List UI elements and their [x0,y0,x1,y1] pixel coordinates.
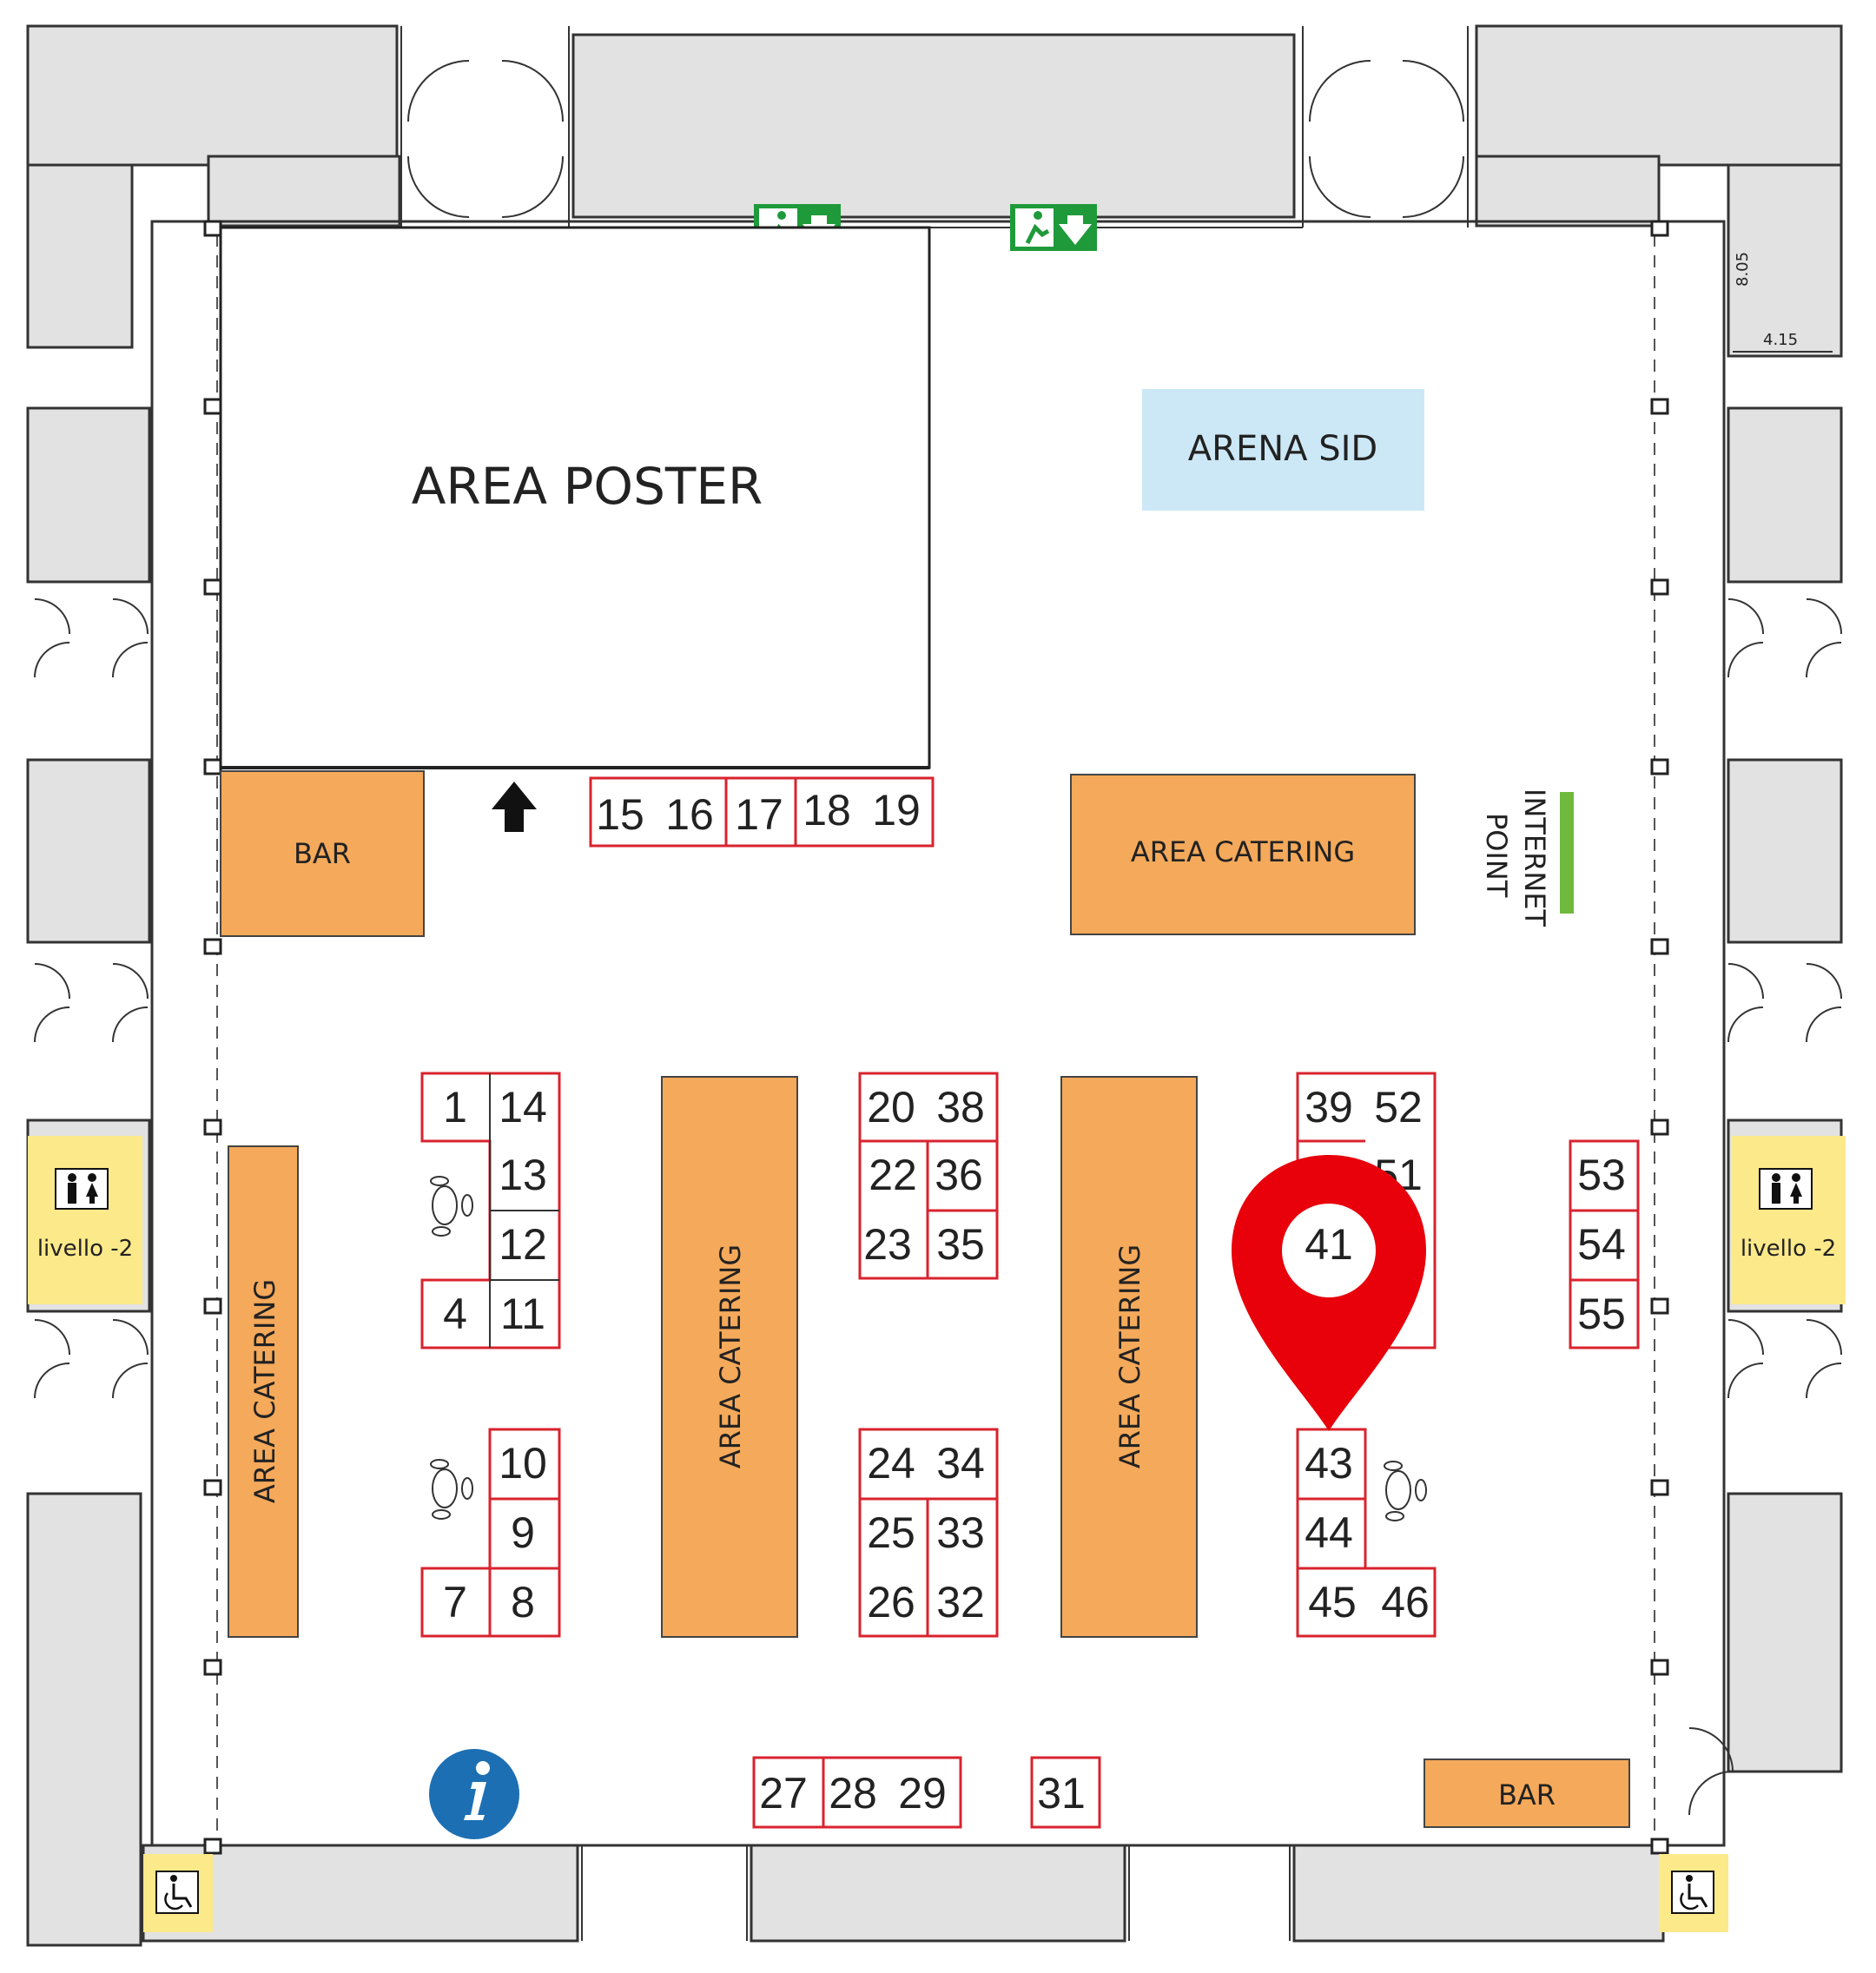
booth-7[interactable]: 7 [443,1578,467,1627]
bar-left[interactable]: BAR [220,770,425,937]
area-poster[interactable]: AREA POSTER [219,226,931,769]
booth-25[interactable]: 25 [867,1508,915,1557]
restroom-left[interactable]: livello -2 [28,1136,142,1304]
restroom-icon [55,1168,109,1210]
booth-46[interactable]: 46 [1381,1578,1430,1627]
area-catering-mid2-label: AREA CATERING [1113,1244,1146,1468]
booth-14[interactable]: 14 [499,1083,547,1132]
booth-43[interactable]: 43 [1305,1439,1353,1488]
bar-bottom-label: BAR [1498,1778,1556,1811]
booth-13[interactable]: 13 [499,1151,547,1199]
booth-54[interactable]: 54 [1577,1220,1626,1269]
booth-31[interactable]: 31 [1037,1769,1086,1818]
internet-point[interactable]: INTERNET POINT [1480,789,1574,927]
internet-label-line1: INTERNET [1518,789,1551,927]
booth-4[interactable]: 4 [443,1290,467,1338]
arena-sid[interactable]: ARENA SID [1142,389,1424,511]
wheelchair-icon [1659,1854,1728,1932]
booth-8[interactable]: 8 [511,1578,535,1627]
booth-33[interactable]: 33 [936,1508,985,1557]
dimension-width: 4.15 [1763,331,1798,349]
booth-19[interactable]: 19 [872,786,921,835]
area-catering-mid1[interactable]: AREA CATERING [661,1076,798,1638]
booth-52[interactable]: 52 [1374,1083,1423,1132]
wheelchair-icon [143,1854,213,1932]
booth-55[interactable]: 55 [1577,1290,1626,1338]
booth-26[interactable]: 26 [867,1578,915,1627]
area-catering-left[interactable]: AREA CATERING [228,1145,299,1638]
internet-label-line2: POINT [1480,813,1513,898]
booth-45[interactable]: 45 [1308,1578,1357,1627]
booths: 1 14 13 12 4 11 10 9 7 8 15 16 17 18 19 [420,776,1640,1829]
footprints-icon [1384,1461,1427,1521]
booth-11[interactable]: 11 [500,1290,545,1338]
booth-32[interactable]: 32 [936,1578,985,1627]
booth-1[interactable]: 1 [443,1083,467,1132]
area-catering-mid2[interactable]: AREA CATERING [1060,1076,1198,1638]
booth-22[interactable]: 22 [869,1151,917,1199]
booth-9[interactable]: 9 [511,1508,535,1557]
booth-15[interactable]: 15 [596,790,644,839]
bar-left-label: BAR [294,837,351,870]
footprints-icon [430,1176,473,1237]
booth-17[interactable]: 17 [735,790,783,839]
arrow-up-icon [492,782,537,832]
building-walls [26,24,1843,1947]
restroom-right[interactable]: livello -2 [1731,1136,1846,1304]
area-catering-top-label: AREA CATERING [1131,835,1355,868]
booth-53[interactable]: 53 [1577,1151,1626,1199]
restroom-left-label: livello -2 [37,1236,133,1262]
booth-27[interactable]: 27 [759,1769,808,1818]
booth-34[interactable]: 34 [936,1439,985,1488]
booth-44[interactable]: 44 [1305,1508,1353,1557]
booth-12[interactable]: 12 [499,1220,547,1269]
booth-20[interactable]: 20 [867,1083,915,1132]
footprints-icon [430,1459,473,1520]
restroom-right-label: livello -2 [1741,1236,1836,1262]
area-catering-top[interactable]: AREA CATERING [1070,774,1416,935]
area-catering-left-label: AREA CATERING [248,1279,281,1503]
location-pin-icon[interactable]: 41 [1232,1155,1426,1431]
booth-41[interactable]: 41 [1305,1220,1353,1269]
booth-24[interactable]: 24 [867,1439,915,1488]
info-icon[interactable] [429,1749,519,1839]
area-catering-mid1-label: AREA CATERING [714,1244,747,1468]
restroom-icon [1759,1168,1813,1210]
emergency-exit-icon [1010,204,1097,251]
booth-23[interactable]: 23 [863,1220,912,1269]
arena-sid-label: ARENA SID [1188,429,1377,469]
area-poster-label: AREA POSTER [412,457,763,516]
booth-28[interactable]: 28 [829,1769,877,1818]
bar-bottom[interactable]: BAR [1424,1759,1630,1828]
booth-10[interactable]: 10 [499,1439,547,1488]
booth-35[interactable]: 35 [936,1220,985,1269]
booth-18[interactable]: 18 [803,786,851,835]
booth-38[interactable]: 38 [936,1083,985,1132]
booth-29[interactable]: 29 [898,1769,947,1818]
booth-36[interactable]: 36 [935,1151,983,1199]
booth-39[interactable]: 39 [1305,1083,1353,1132]
dimension-height: 8.05 [1734,252,1752,287]
booth-16[interactable]: 16 [665,790,714,839]
